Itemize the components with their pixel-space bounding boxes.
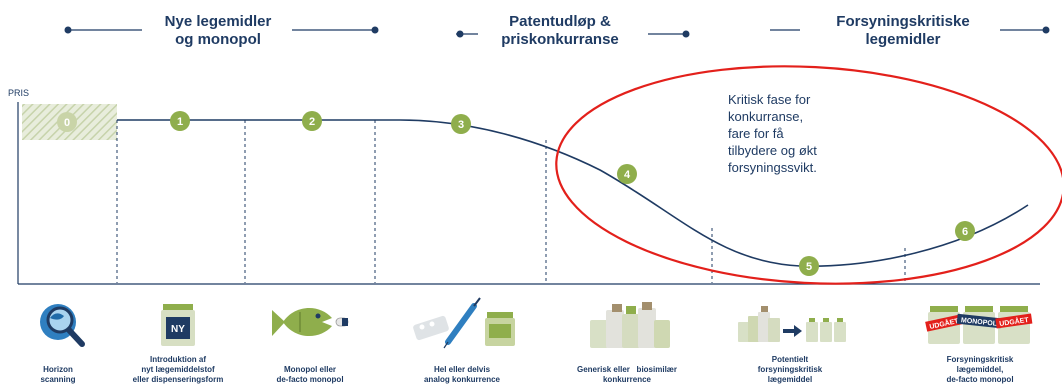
svg-text:lægemiddel: lægemiddel	[768, 375, 812, 384]
phase-header-critical-drugs: Forsyningskritiske legemidler	[770, 8, 1050, 50]
stage-caption-1: Introduktion af nyt lægemiddelstof eller…	[133, 355, 224, 384]
svg-text:nyt lægemiddelstof: nyt lægemiddelstof	[141, 365, 215, 374]
callout-line: forsyningssvikt.	[728, 160, 817, 175]
generic-bottles-icon	[590, 302, 670, 348]
bottles-transition-icon	[738, 306, 846, 342]
svg-text:Horizon: Horizon	[43, 365, 73, 374]
svg-text:Introduktion af: Introduktion af	[150, 355, 206, 364]
phase-title-line2: og monopol	[175, 31, 261, 48]
phase-title-line1: Patentudløp &	[509, 13, 611, 30]
critical-phase-ellipse	[555, 65, 1062, 285]
stage-caption-4: Generisk eller biosimilær konkurrence	[577, 365, 677, 384]
stage-badge-2: 2	[302, 111, 322, 131]
stage-caption-2: Monopol eller de-facto monopol	[276, 365, 343, 384]
stage-caption-6: Forsyningskritisk lægemiddel, de-facto m…	[946, 355, 1013, 384]
svg-text:Potentielt: Potentielt	[772, 355, 809, 364]
stage-badge-6: 6	[955, 221, 975, 241]
svg-text:0: 0	[64, 117, 70, 129]
stage-badge-1: 1	[170, 111, 190, 131]
svg-text:eller dispenseringsform: eller dispenseringsform	[133, 375, 224, 384]
callout-line: Kritisk fase for	[728, 92, 811, 107]
syringe-and-pills-icon	[413, 297, 515, 349]
phase-title-line2: legemidler	[865, 31, 940, 48]
labeled-bottles-icon: UDGÅET MONOPOL UDGÅET	[925, 306, 1033, 344]
phase-header-new-drugs: Nye legemidler og monopol	[64, 8, 379, 50]
new-drug-bottle-icon: NY	[161, 304, 195, 346]
svg-text:lægemiddel,: lægemiddel,	[957, 365, 1004, 374]
stage-badge-3: 3	[451, 114, 471, 134]
stage-caption-5: Potentielt forsyningskritisk lægemiddel	[758, 355, 823, 384]
critical-phase-callout: Kritisk fase for konkurranse, fare for f…	[728, 92, 817, 175]
stage-caption-0: Horizon scanning	[40, 365, 75, 384]
callout-line: tilbydere og økt	[728, 143, 817, 158]
svg-text:forsyningskritisk: forsyningskritisk	[758, 365, 823, 374]
svg-text:analog konkurrence: analog konkurrence	[424, 375, 501, 384]
svg-text:1: 1	[177, 116, 183, 128]
phase-header-patent-expiry: Patentudløp & priskonkurranse	[456, 8, 690, 50]
svg-text:5: 5	[806, 261, 812, 273]
svg-text:de-facto monopol: de-facto monopol	[276, 375, 343, 384]
phase-title-line1: Nye legemidler	[165, 13, 272, 30]
price-axis-label: PRIS	[8, 88, 29, 98]
svg-text:Hel eller delvis: Hel eller delvis	[434, 365, 491, 374]
svg-text:6: 6	[962, 226, 968, 238]
svg-text:konkurrence: konkurrence	[603, 375, 652, 384]
callout-line: konkurranse,	[728, 109, 803, 124]
fish-eating-pill-icon	[272, 307, 349, 337]
stage-badge-4: 4	[617, 164, 637, 184]
stage-caption-3: Hel eller delvis analog konkurrence	[424, 365, 501, 384]
svg-text:4: 4	[624, 169, 631, 181]
svg-text:Monopol eller: Monopol eller	[284, 365, 336, 374]
svg-text:de-facto monopol: de-facto monopol	[946, 375, 1013, 384]
svg-text:Forsyningskritisk: Forsyningskritisk	[947, 355, 1014, 364]
phase-title-line2: priskonkurranse	[501, 31, 619, 48]
new-drug-label: NY	[171, 324, 185, 335]
stage-badge-5: 5	[799, 256, 819, 276]
svg-text:2: 2	[309, 116, 315, 128]
stage-badge-0: 0	[57, 112, 77, 132]
phase-title-line1: Forsyningskritiske	[836, 13, 969, 30]
svg-text:Generisk eller biosimilær: Generisk eller biosimilær	[577, 365, 677, 374]
callout-line: fare for få	[728, 126, 784, 141]
horizon-scanning-icon	[40, 304, 85, 347]
price-curve	[117, 119, 1029, 267]
monopoly-tag: MONOPOL	[961, 317, 998, 328]
svg-text:3: 3	[458, 119, 464, 131]
svg-text:scanning: scanning	[40, 375, 75, 384]
